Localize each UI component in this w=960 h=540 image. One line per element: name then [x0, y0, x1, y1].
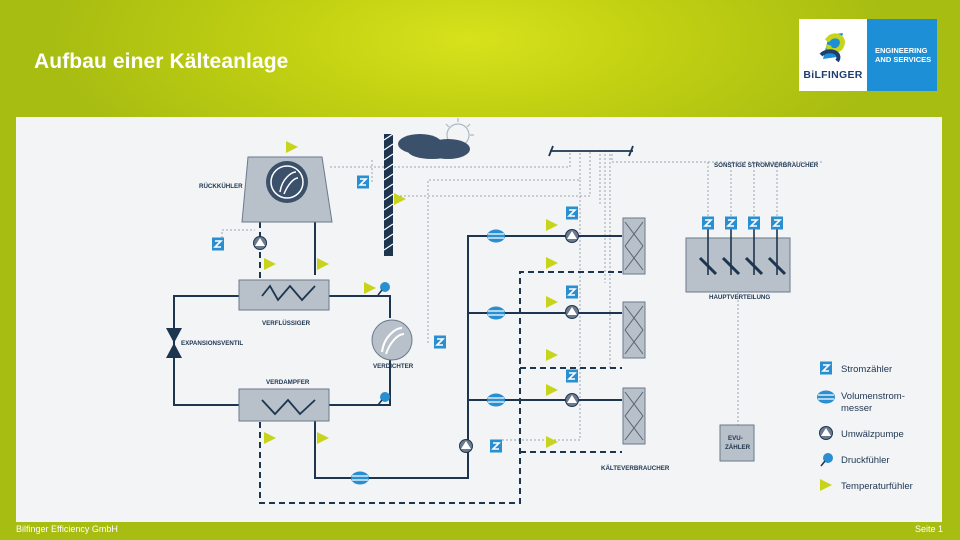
hauptverteilung-label: HAUPTVERTEILUNG: [709, 294, 770, 301]
distribution-bus: [548, 145, 634, 157]
legend: Stromzähler Volumenstrom- messer Umwälzp…: [816, 360, 913, 492]
temperaturfuehler-icon: [286, 141, 298, 153]
logo-tagline-line2: AND SERVICES: [875, 55, 932, 64]
druckfuehler-icon: [377, 281, 391, 296]
legend-stromzaehler-icon: [819, 360, 833, 376]
signal-lines: [221, 150, 823, 441]
stromzaehler-icon: [701, 215, 715, 231]
legend-temperaturfuehler-icon: [820, 479, 832, 491]
diagram-panel: RÜCKKÜHLER VERFLÜSSIGER EXPANSIONSVENTIL…: [16, 117, 942, 522]
temperaturfuehler-icon: [546, 349, 558, 361]
weather-icon: [398, 118, 474, 159]
company-logo: BiLFINGER ENGINEERING AND SERVICES: [799, 19, 937, 91]
stromzaehler-icon: [489, 438, 503, 454]
legend-volumenstrom-icon: [816, 389, 836, 405]
temperaturfuehler-icon: [546, 384, 558, 396]
refrigeration-diagram: RÜCKKÜHLER VERFLÜSSIGER EXPANSIONSVENTIL…: [166, 118, 913, 504]
druckfuehler-icon: [377, 391, 391, 406]
volumenstrommesser-icon: [350, 470, 370, 486]
return-circuit: [259, 222, 622, 504]
stromzaehler-icon: [724, 215, 738, 231]
wall-icon: [383, 133, 394, 256]
temperaturfuehler-icon: [546, 219, 558, 231]
verdampfer-unit: [238, 388, 330, 422]
volumenstrommesser-icon: [486, 228, 506, 244]
volumenstrommesser-icon: [486, 305, 506, 321]
legend-druckfuehler: Druckfühler: [841, 455, 890, 466]
legend-umwaelzpumpe: Umwälzpumpe: [841, 429, 904, 440]
kaelteverbraucher-3: [622, 387, 646, 445]
main-circuit: [173, 222, 622, 479]
expansionsventil-icon: [166, 328, 182, 358]
evu-label-line2: ZÄHLER: [725, 444, 751, 451]
legend-umwaelzpumpe-icon: [819, 426, 833, 440]
footer-page-number: Seite 1: [914, 524, 943, 534]
sonstige-label: SONSTIGE STROMVERBRAUCHER: [714, 162, 819, 169]
verdichter-label: VERDICHTER: [373, 363, 414, 370]
temperaturfuehler-icon: [546, 436, 558, 448]
logo-emblem-icon: [819, 33, 845, 63]
rueckkuehler-unit: [241, 156, 333, 223]
kaelteverbraucher-1: [622, 217, 646, 275]
stromzaehler-icon: [565, 368, 579, 384]
temperaturfuehler-icon: [364, 282, 376, 294]
kaelteverbraucher-label: KÄLTEVERBRAUCHER: [601, 465, 670, 472]
rueckkuehler-label: RÜCKKÜHLER: [199, 183, 243, 190]
temperaturfuehler-icon: [546, 257, 558, 269]
temperaturfuehler-icon: [546, 296, 558, 308]
volumenstrommesser-icon: [486, 392, 506, 408]
stromzaehler-icon: [211, 236, 225, 252]
stromzaehler-icon: [433, 334, 447, 350]
verfluessiger-label: VERFLÜSSIGER: [262, 320, 311, 327]
temperaturfuehler-icon: [264, 258, 276, 270]
legend-temperaturfuehler: Temperaturfühler: [841, 481, 913, 492]
umwaelzpumpe-icon: [565, 393, 579, 407]
umwaelzpumpe-icon: [565, 305, 579, 319]
stromzaehler-icon: [565, 205, 579, 221]
legend-stromzaehler: Stromzähler: [841, 364, 892, 375]
footer-company: Bilfinger Efficiency GmbH: [16, 524, 118, 534]
temperaturfuehler-icon: [317, 258, 329, 270]
stromzaehler-icon: [565, 284, 579, 300]
legend-volumenstrom-line2: messer: [841, 403, 872, 414]
evu-zaehler-box: [719, 424, 755, 462]
stromzaehler-icon: [747, 215, 761, 231]
verdichter-unit: [371, 319, 413, 361]
verfluessiger-unit: [238, 279, 330, 311]
temperaturfuehler-icon: [317, 432, 329, 444]
logo-name: BiLFINGER: [803, 69, 863, 81]
hauptverteilung-unit: [685, 228, 791, 293]
kaelteverbraucher-2: [622, 301, 646, 359]
logo-tagline: ENGINEERING AND SERVICES: [867, 19, 937, 91]
logo-mark: BiLFINGER: [799, 19, 867, 91]
stromzaehler-icon: [770, 215, 784, 231]
temperaturfuehler-icon: [394, 193, 406, 205]
slide-title: Aufbau einer Kälteanlage: [34, 50, 289, 73]
umwaelzpumpe-icon: [565, 229, 579, 243]
umwaelzpumpe-icon: [459, 439, 473, 453]
legend-druckfuehler-icon: [820, 452, 834, 467]
logo-tagline-line1: ENGINEERING: [875, 46, 928, 55]
umwaelzpumpe-icon: [253, 236, 267, 250]
legend-volumenstrom-line1: Volumenstrom-: [841, 391, 905, 402]
verdampfer-label: VERDAMPFER: [266, 379, 310, 386]
evu-label-line1: EVU-: [728, 435, 743, 442]
expansionsventil-label: EXPANSIONSVENTIL: [181, 340, 243, 347]
temperaturfuehler-icon: [264, 432, 276, 444]
stromzaehler-icon: [356, 174, 370, 190]
